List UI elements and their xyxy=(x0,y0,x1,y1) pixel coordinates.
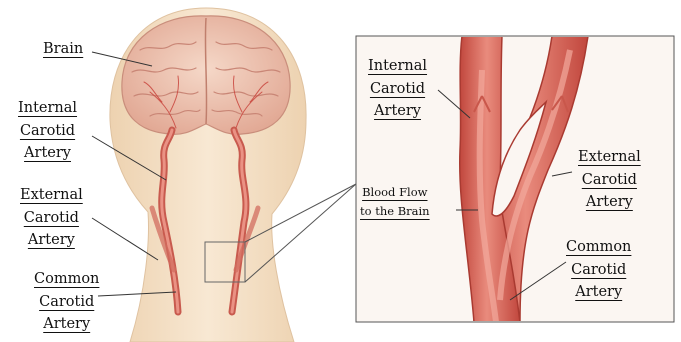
label-left-external-carotid: External Carotid Artery xyxy=(20,188,83,248)
label-line: Artery xyxy=(18,146,77,161)
label-line: to the Brain xyxy=(360,206,430,218)
label-brain: Brain xyxy=(43,42,83,57)
label-line: Internal xyxy=(18,101,77,116)
label-left-common-carotid: Common Carotid Artery xyxy=(34,272,99,332)
label-line: Artery xyxy=(578,195,641,210)
label-line: Artery xyxy=(20,233,83,248)
label-line: Carotid xyxy=(578,173,641,188)
label-inset-internal-carotid: Internal Carotid Artery xyxy=(368,59,427,119)
label-line: Carotid xyxy=(18,124,77,139)
label-line: Artery xyxy=(566,285,631,300)
label-line: External xyxy=(20,188,83,203)
label-inset-common-carotid: Common Carotid Artery xyxy=(566,240,631,300)
label-line: Carotid xyxy=(368,82,427,97)
label-line: Artery xyxy=(368,104,427,119)
brain xyxy=(122,16,290,134)
label-line: Carotid xyxy=(34,295,99,310)
label-line: Carotid xyxy=(20,211,83,226)
label-blood-flow: Blood Flow to the Brain xyxy=(360,187,430,217)
label-line: Carotid xyxy=(566,263,631,278)
label-left-internal-carotid: Internal Carotid Artery xyxy=(18,101,77,161)
label-line: External xyxy=(578,150,641,165)
label-line: Artery xyxy=(34,317,99,332)
label-line: Blood Flow xyxy=(360,187,430,199)
label-line: Internal xyxy=(368,59,427,74)
label-line: Common xyxy=(566,240,631,255)
label-inset-external-carotid: External Carotid Artery xyxy=(578,150,641,210)
label-line: Common xyxy=(34,272,99,287)
